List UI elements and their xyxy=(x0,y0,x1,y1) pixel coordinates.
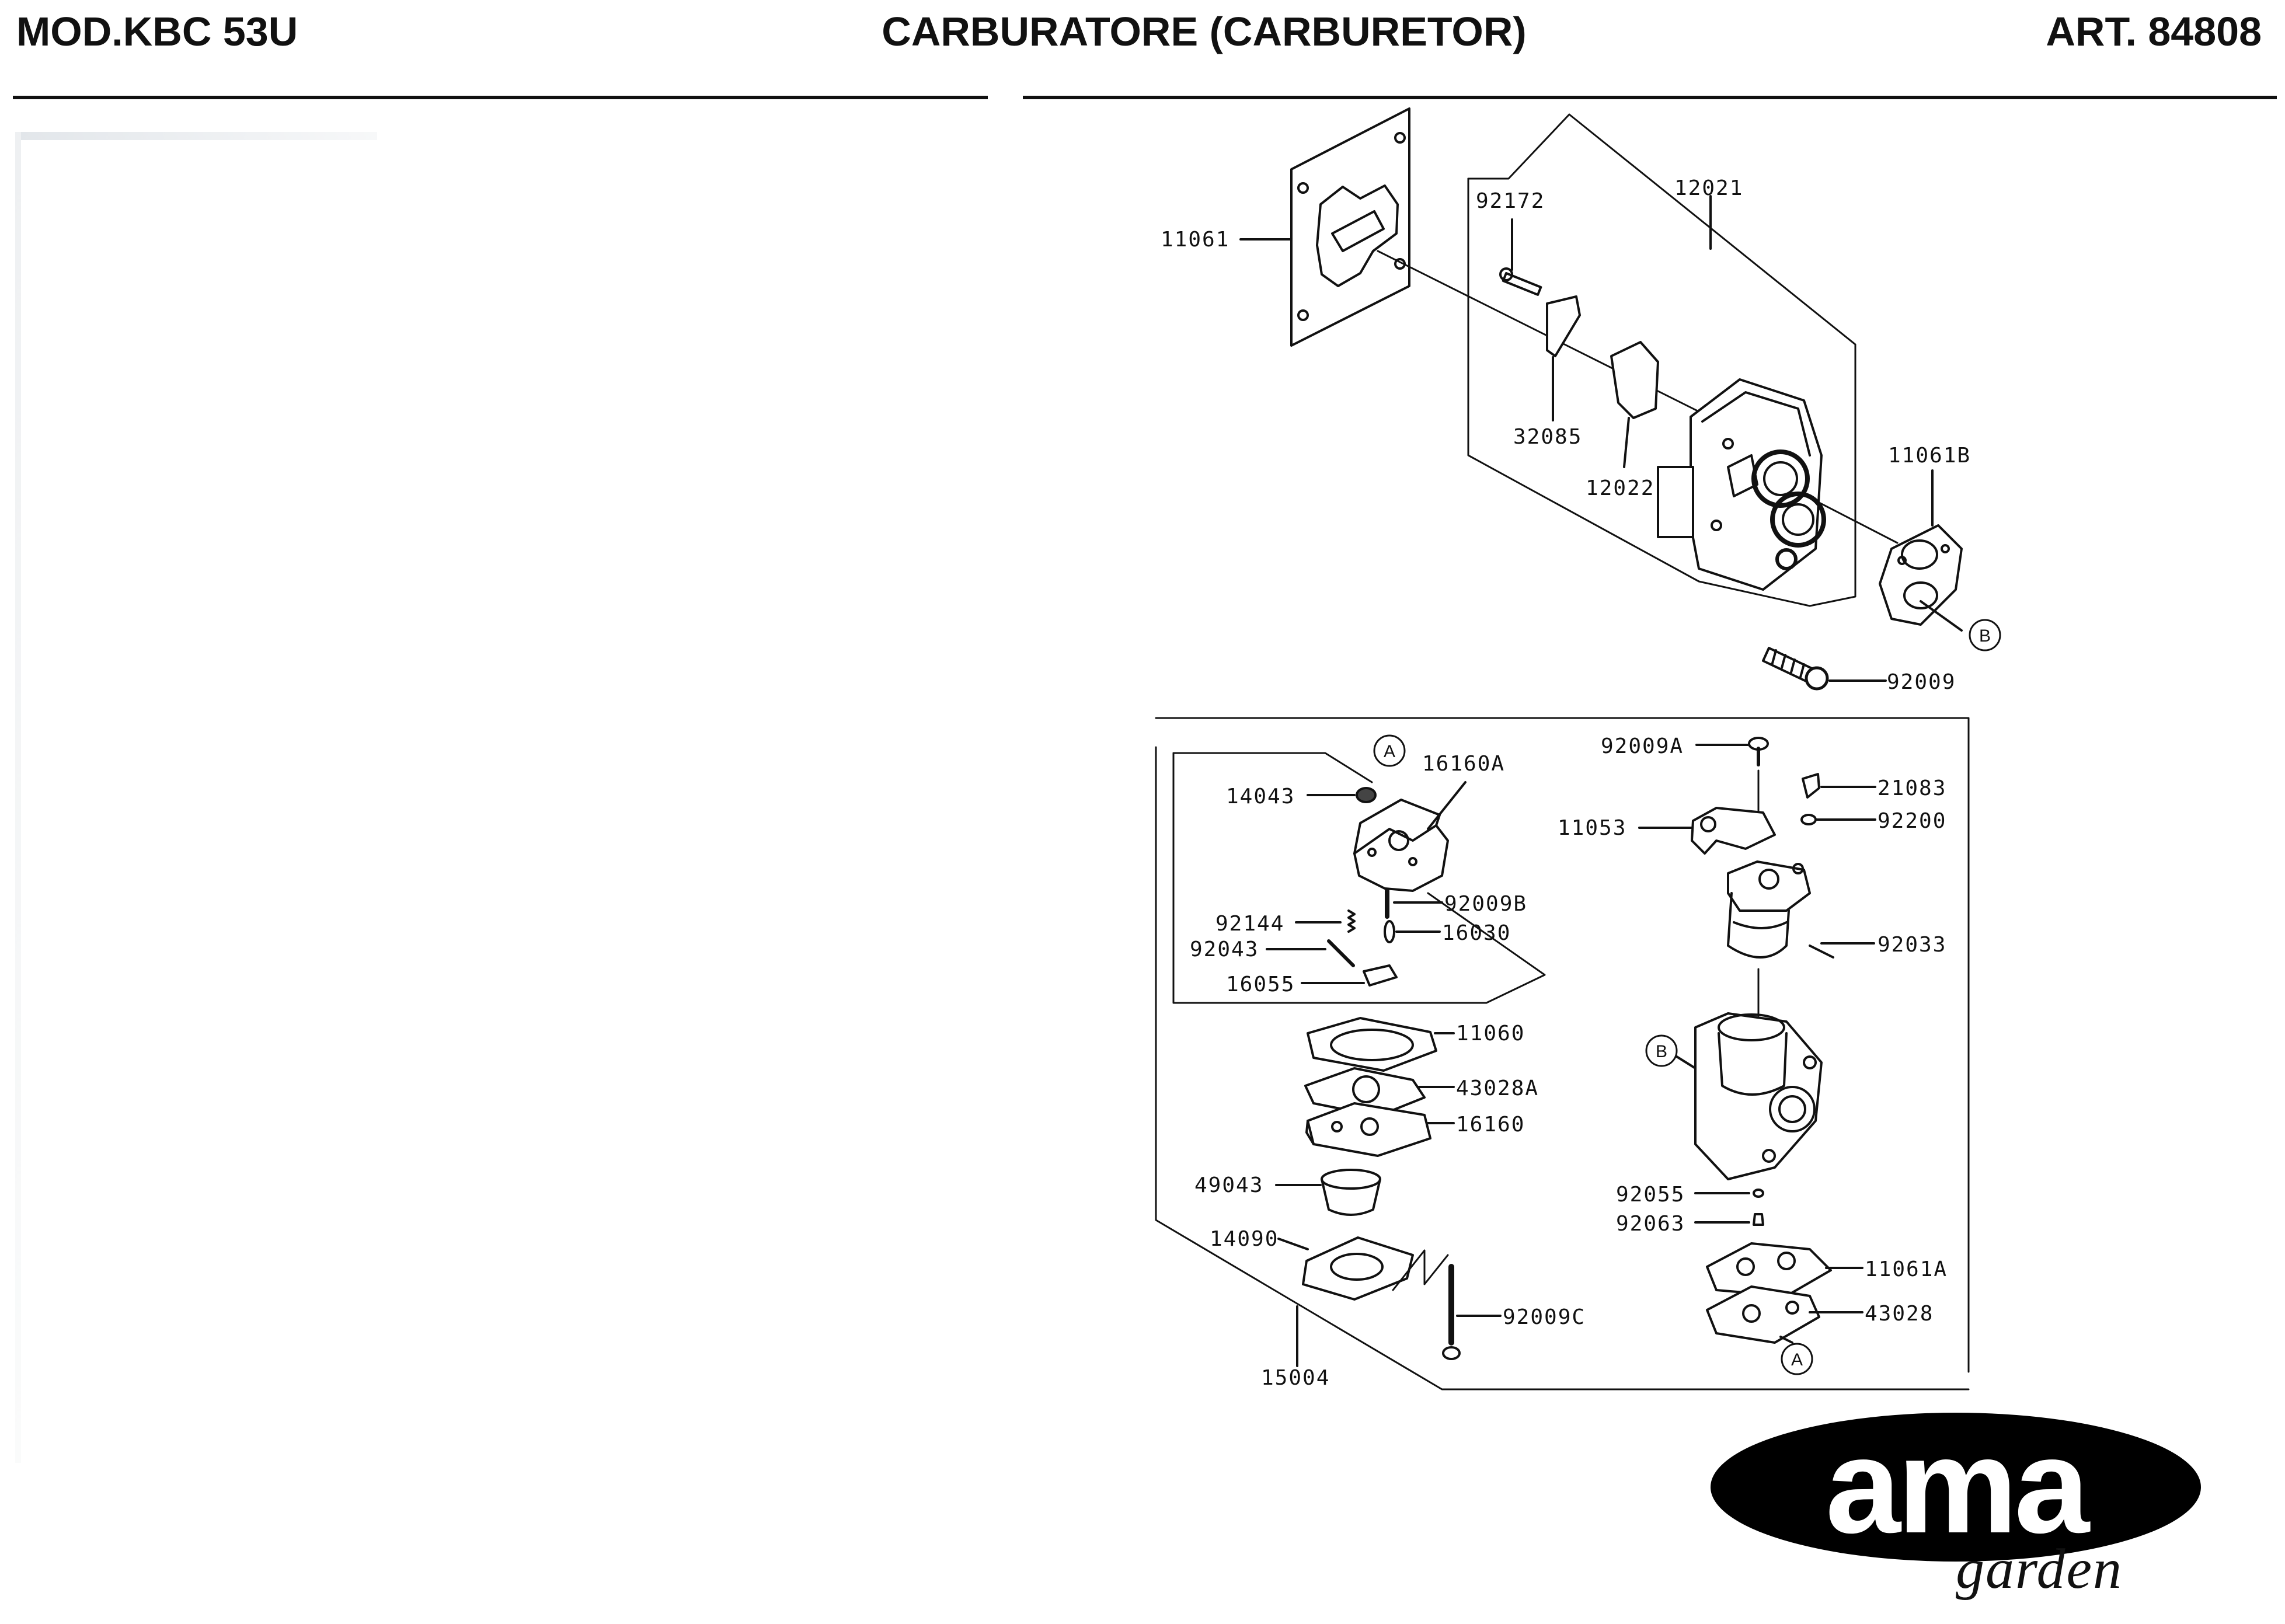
marker-a-top-label: A xyxy=(1384,742,1395,761)
part-screw-92172 xyxy=(1499,267,1542,296)
part-lever-16055 xyxy=(1363,964,1398,987)
logo-tagline: garden xyxy=(1956,1538,2123,1601)
part-plate-32085 xyxy=(1546,295,1581,357)
part-gasket-12022 xyxy=(1610,341,1659,419)
part-14043 xyxy=(1356,787,1377,803)
callout-92009A: 92009A xyxy=(1601,734,1684,758)
callout-15004: 15004 xyxy=(1261,1366,1330,1390)
reference-marker-b xyxy=(1969,619,2001,651)
callout-21083: 21083 xyxy=(1878,776,1946,800)
header-rule-left xyxy=(13,96,988,99)
callout-12021: 12021 xyxy=(1674,176,1743,200)
part-pump-body-16160 xyxy=(1305,1102,1431,1157)
callout-92043: 92043 xyxy=(1190,938,1259,961)
callout-92063: 92063 xyxy=(1616,1212,1685,1236)
callout-92009: 92009 xyxy=(1887,670,1956,694)
callout-16030: 16030 xyxy=(1442,921,1511,945)
callout-92144: 92144 xyxy=(1215,912,1284,936)
part-primer-49043 xyxy=(1321,1169,1381,1216)
callout-11061: 11061 xyxy=(1161,228,1229,252)
part-carburetor-lower-body xyxy=(1694,1012,1823,1180)
part-pin-92043 xyxy=(1327,939,1355,967)
page-title: CARBURATORE (CARBURETOR) xyxy=(882,9,1527,54)
part-screw-92009C xyxy=(1442,1264,1461,1360)
frame-12021 xyxy=(1467,113,1856,607)
part-needle-16030 xyxy=(1384,920,1395,943)
part-92055 xyxy=(1753,1189,1764,1198)
part-pump-cover xyxy=(1353,799,1449,892)
callout-14090: 14090 xyxy=(1210,1227,1279,1251)
part-screw-92009 xyxy=(1762,647,1829,691)
part-throttle-valve xyxy=(1727,860,1834,959)
callout-11061B: 11061B xyxy=(1888,444,1971,468)
header-rule-right xyxy=(1023,96,2277,99)
reference-marker-a-bottom xyxy=(1781,1343,1813,1375)
part-gasket-11060 xyxy=(1307,1017,1437,1072)
part-screw-21083 xyxy=(1802,773,1820,799)
marker-b-label: B xyxy=(1979,626,1991,646)
reference-marker-b-lower xyxy=(1645,1034,1678,1067)
logo-brand-text: ama xyxy=(1825,1410,2089,1562)
callout-49043: 49043 xyxy=(1194,1173,1263,1197)
blank-left-panel xyxy=(15,132,938,1463)
callout-11053: 11053 xyxy=(1558,816,1626,840)
callout-11060: 11060 xyxy=(1456,1022,1525,1046)
logo-oval xyxy=(1711,1413,2201,1562)
part-gasket-11061A xyxy=(1706,1242,1832,1297)
callout-43028A: 43028A xyxy=(1456,1076,1539,1100)
part-screw-92009A xyxy=(1748,737,1769,766)
ama-garden-logo: ama garden xyxy=(1711,1413,2201,1605)
article-number: ART. 84808 xyxy=(2046,9,2262,54)
callout-16160A: 16160A xyxy=(1422,752,1505,776)
callout-16055: 16055 xyxy=(1226,973,1295,996)
marker-a-bottom-label: A xyxy=(1791,1350,1803,1369)
frame-15004 xyxy=(1155,717,1970,1390)
callout-11061A: 11061A xyxy=(1865,1257,1948,1281)
part-92063 xyxy=(1753,1213,1764,1226)
marker-b-lower-label: B xyxy=(1656,1042,1667,1061)
callout-14043: 14043 xyxy=(1226,785,1295,808)
part-gasket-11061B xyxy=(1879,524,1963,626)
part-spring-92144 xyxy=(1347,909,1356,933)
callout-12022: 12022 xyxy=(1586,476,1654,500)
callout-92055: 92055 xyxy=(1616,1183,1685,1207)
part-washer-92200 xyxy=(1800,814,1817,825)
part-carburetor-body xyxy=(1657,378,1826,591)
reference-marker-a-top xyxy=(1373,734,1406,767)
part-cover-14090 xyxy=(1302,1236,1414,1301)
callout-32085: 32085 xyxy=(1513,425,1582,449)
part-diaphragm-43028 xyxy=(1706,1285,1820,1344)
part-gasket-11061 xyxy=(1290,107,1410,347)
model-label: MOD.KBC 53U xyxy=(16,9,298,54)
callout-92200: 92200 xyxy=(1878,809,1946,833)
callout-92172: 92172 xyxy=(1476,189,1545,213)
callout-92009C: 92009C xyxy=(1503,1305,1586,1329)
part-lever-11053 xyxy=(1691,807,1776,855)
callout-92033: 92033 xyxy=(1878,933,1946,957)
part-diaphragm-43028A xyxy=(1304,1067,1426,1117)
frame-16160A xyxy=(1172,752,1546,1004)
callout-16160: 16160 xyxy=(1456,1113,1525,1137)
callout-43028: 43028 xyxy=(1865,1302,1934,1326)
callout-92009B: 92009B xyxy=(1444,892,1527,916)
